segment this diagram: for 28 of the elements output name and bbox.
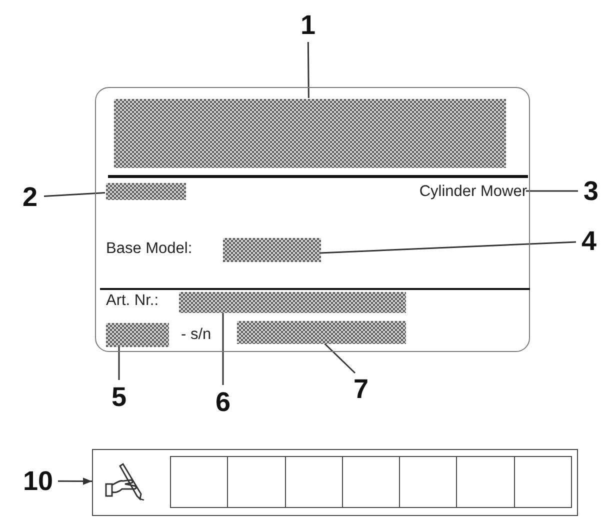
leader-line xyxy=(320,241,576,254)
plate-label: Art. Nr.: xyxy=(106,292,159,310)
callout-number: 10 xyxy=(18,464,58,498)
rating-plate xyxy=(95,87,530,352)
callout-number: 4 xyxy=(576,224,602,258)
callout-number: 7 xyxy=(348,372,374,406)
hatched-field xyxy=(237,321,406,344)
leader-line xyxy=(307,42,310,98)
leader-line xyxy=(44,192,106,197)
leader-line xyxy=(222,312,224,385)
callout-number: 2 xyxy=(16,180,44,214)
leader-line xyxy=(118,346,120,380)
signature-strip xyxy=(92,449,578,516)
model-type-text: Cylinder Mower xyxy=(373,182,527,202)
hatched-field xyxy=(223,238,321,262)
plate-label: Base Model: xyxy=(106,240,192,258)
hatched-field xyxy=(106,323,169,347)
leader-line xyxy=(526,190,578,192)
callout-number: 3 xyxy=(578,174,604,208)
leader-line xyxy=(323,342,356,374)
callout-number: 5 xyxy=(106,380,132,414)
hatched-field xyxy=(179,292,406,313)
plate-label: - s/n xyxy=(181,326,212,344)
hatched-field xyxy=(114,99,506,168)
callout-number: 6 xyxy=(210,385,236,419)
hatched-field xyxy=(106,183,186,200)
arrow xyxy=(58,478,92,485)
callout-number: 1 xyxy=(294,8,322,42)
